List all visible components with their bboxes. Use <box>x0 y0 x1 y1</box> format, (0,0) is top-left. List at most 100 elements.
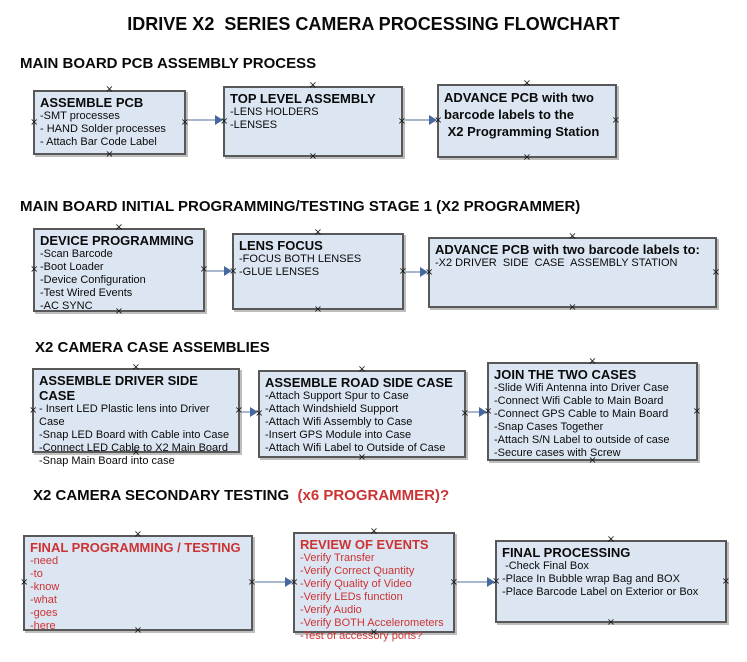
connection-point-icon: × <box>522 78 532 89</box>
box-item: -GLUE LENSES <box>239 266 320 278</box>
box-title: ADVANCE PCB with two barcode labels to t… <box>444 90 600 139</box>
connection-point-icon: × <box>711 266 720 278</box>
connection-point-icon: × <box>105 84 114 95</box>
box-item: -Insert GPS Module into Case <box>265 429 412 441</box>
box-item: -LENS HOLDERS <box>230 106 319 118</box>
box-item: -Check Final Box <box>502 560 589 572</box>
connection-point-icon: × <box>369 526 379 537</box>
connection-point-icon: × <box>105 149 114 160</box>
box-title: FINAL PROCESSING <box>502 545 631 560</box>
connection-point-icon: × <box>30 116 39 128</box>
box-item: -Test of accessory ports? <box>300 630 423 642</box>
box-assemble-driver-side-case: ASSEMBLE DRIVER SIDE CASE - Insert LED P… <box>29 363 243 468</box>
box-item: -Connect GPS Cable to Main Board <box>494 408 669 420</box>
box-title: ASSEMBLE ROAD SIDE CASE <box>265 375 453 390</box>
section-header-pcb-assembly: MAIN BOARD PCB ASSEMBLY PROCESS <box>20 55 317 72</box>
box-item: -Snap Cases Together <box>494 421 604 433</box>
connector-arrow <box>188 115 223 125</box>
box-item: - Insert LED Plastic lens into Driver Ca… <box>39 403 213 428</box>
connection-point-icon: × <box>397 115 406 127</box>
connection-point-icon: × <box>568 231 577 242</box>
box-item: -FOCUS BOTH LENSES <box>239 253 362 265</box>
connector-arrow <box>207 266 232 276</box>
connection-point-icon: × <box>606 617 616 628</box>
box-item: -Verify Audio <box>300 604 362 616</box>
box-title: ASSEMBLE PCB <box>40 95 144 110</box>
box-item: -Connect Wifi Cable to Main Board <box>494 395 664 407</box>
box-item: -know <box>30 581 60 593</box>
box-item: -goes <box>30 607 58 619</box>
connection-point-icon: × <box>721 575 730 587</box>
connection-point-icon: × <box>611 115 620 126</box>
box-item: -Device Configuration <box>40 274 146 286</box>
box-top-level-assembly: TOP LEVEL ASSEMBLY -LENS HOLDERS -LENSES… <box>220 81 406 162</box>
box-item: -Secure cases with Screw <box>494 447 621 459</box>
connection-point-icon: × <box>357 364 367 375</box>
box-item: -Place In Bubble wrap Bag and BOX <box>502 573 680 585</box>
box-item: -Place Barcode Label on Exterior or Box <box>502 586 699 598</box>
section-header-red-text: (x6 PROGRAMMER)? <box>297 487 450 504</box>
connection-point-icon: × <box>133 529 143 540</box>
connection-point-icon: × <box>20 577 29 588</box>
connection-point-icon: × <box>313 227 323 238</box>
box-item: -Connect LED Cable to X2 Main Board <box>39 442 228 454</box>
box-item: -X2 DRIVER SIDE CASE ASSEMBLY STATION <box>435 257 678 269</box>
section-header-case-assemblies: X2 CAMERA CASE ASSEMBLIES <box>35 339 270 356</box>
connection-point-icon: × <box>247 577 256 588</box>
box-item: -Attach Support Spur to Case <box>265 390 409 402</box>
connection-point-icon: × <box>606 534 616 545</box>
box-title: ASSEMBLE DRIVER SIDE CASE <box>39 373 202 403</box>
box-assemble-pcb: ASSEMBLE PCB -SMT processes - HAND Solde… <box>30 85 189 160</box>
box-item: -Attach Wifi Label to Outside of Case <box>265 442 446 454</box>
connection-point-icon: × <box>588 356 597 367</box>
box-item: -Verify Transfer <box>300 552 375 564</box>
box-item: -Verify LEDs function <box>300 591 403 603</box>
connection-point-icon: × <box>308 151 318 162</box>
box-item: -Test Wired Events <box>40 287 133 299</box>
box-item: -Scan Barcode <box>40 248 113 260</box>
connector-arrow <box>406 267 428 277</box>
connection-point-icon: × <box>692 405 701 417</box>
box-item: -need <box>30 555 59 567</box>
connection-point-icon: × <box>522 152 532 163</box>
box-review-of-events: REVIEW OF EVENTS -Verify Transfer -Verif… <box>290 527 458 643</box>
box-item: -to <box>30 568 43 580</box>
box-advance-pcb-driver-side: ADVANCE PCB with two barcode labels to: … <box>425 232 720 313</box>
box-join-two-cases: JOIN THE TWO CASES -Slide Wifi Antenna i… <box>484 357 701 466</box>
section-header-black-text: X2 CAMERA SECONDARY TESTING <box>33 487 298 504</box>
connection-point-icon: × <box>313 304 323 315</box>
box-title: ADVANCE PCB with two barcode labels to: <box>435 242 700 257</box>
box-item: -AC SYNC <box>40 300 93 312</box>
section-header-initial-programming: MAIN BOARD INITIAL PROGRAMMING/TESTING S… <box>20 198 581 215</box>
box-item: -Verify BOTH Accelerometers <box>300 617 444 629</box>
connection-point-icon: × <box>308 80 318 91</box>
connector-arrow <box>242 407 258 417</box>
connection-point-icon: × <box>30 264 39 275</box>
box-final-processing: FINAL PROCESSING -Check Final Box -Place… <box>492 535 730 628</box>
connection-point-icon: × <box>131 362 141 373</box>
box-assemble-road-side-case: ASSEMBLE ROAD SIDE CASE -Attach Support … <box>255 365 469 463</box>
box-item: -Snap LED Board with Cable into Case <box>39 429 230 441</box>
box-item: -Slide Wifi Antenna into Driver Case <box>494 382 669 394</box>
box-item: - HAND Solder processes <box>40 123 166 135</box>
box-title: JOIN THE TWO CASES <box>494 367 637 382</box>
connector-arrow <box>405 115 437 125</box>
box-item: -what <box>30 594 57 606</box>
box-title: TOP LEVEL ASSEMBLY <box>230 91 376 106</box>
box-title: DEVICE PROGRAMMING <box>40 233 194 248</box>
box-item: -SMT processes <box>40 110 120 122</box>
connector-arrow <box>457 577 495 587</box>
box-final-programming-testing: FINAL PROGRAMMING / TESTING -need -to -k… <box>20 530 256 636</box>
box-item: -Attach S/N Label to outside of case <box>494 434 670 446</box>
box-item: -Snap Main Board into case <box>39 455 175 467</box>
box-lens-focus: LENS FOCUS -FOCUS BOTH LENSES -GLUE LENS… <box>229 228 407 315</box>
box-item: -Verify Quality of Video <box>300 578 412 590</box>
box-title: LENS FOCUS <box>239 238 323 253</box>
box-advance-pcb-programming-station: ADVANCE PCB with two barcode labels to t… <box>434 79 620 163</box>
connection-point-icon: × <box>568 302 577 313</box>
box-item: -here <box>30 620 56 632</box>
box-item: -Attach Wifi Assembly to Case <box>265 416 413 428</box>
box-item: -LENSES <box>230 119 278 131</box>
box-item: -Attach Windshield Support <box>265 403 399 415</box>
